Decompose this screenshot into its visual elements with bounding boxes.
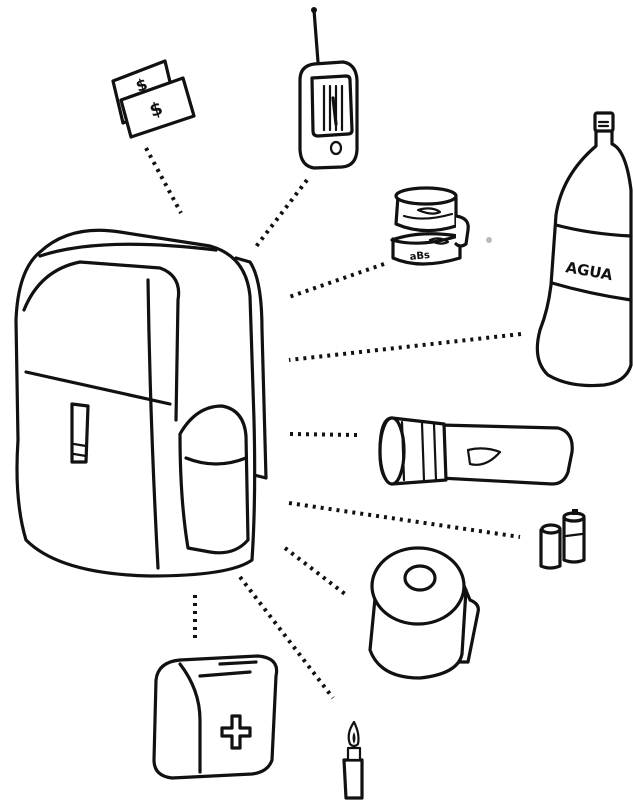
toilet-paper-icon bbox=[370, 548, 478, 678]
connector-cash bbox=[146, 148, 181, 213]
cash-icon: $ $ bbox=[113, 61, 194, 137]
can-label: aBs bbox=[409, 250, 430, 263]
backpack-icon bbox=[16, 230, 266, 576]
connector-cans bbox=[289, 264, 384, 297]
connector-batteries bbox=[289, 503, 520, 537]
canned-food-icon: aBs bbox=[392, 188, 492, 264]
first-aid-kit-icon bbox=[154, 656, 277, 778]
flashlight-icon bbox=[380, 418, 572, 484]
lighter-icon bbox=[344, 722, 362, 798]
connector-toilet-paper bbox=[285, 548, 345, 594]
radio-icon bbox=[300, 7, 357, 168]
batteries-icon bbox=[541, 509, 584, 568]
connector-water bbox=[289, 334, 521, 360]
connector-radio bbox=[255, 180, 307, 248]
connector-flashlight bbox=[290, 434, 357, 435]
water-bottle-icon: AGUA bbox=[537, 113, 631, 386]
